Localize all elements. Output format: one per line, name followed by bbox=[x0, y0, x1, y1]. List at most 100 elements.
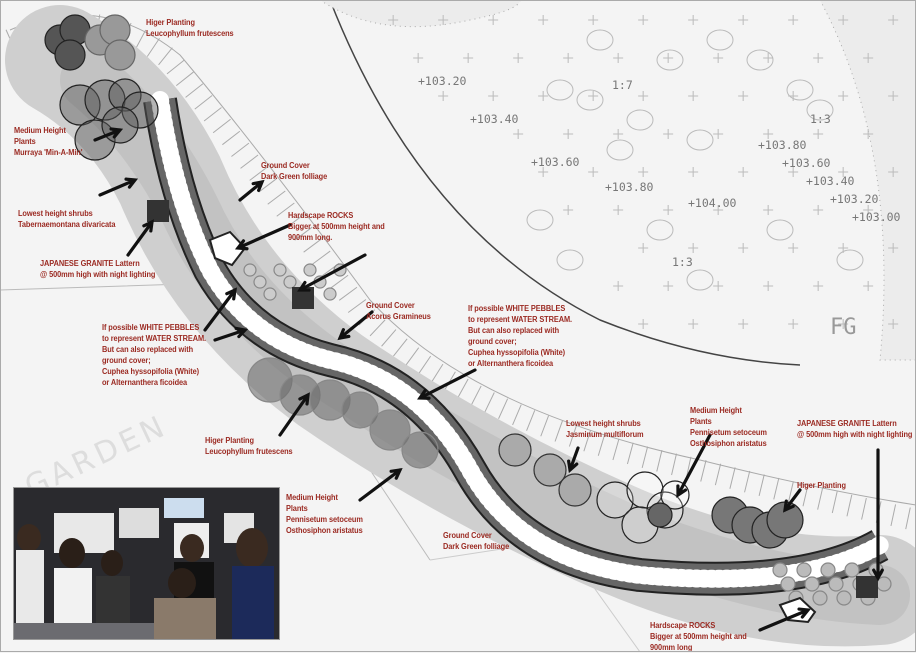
annotation-line: to represent WATER STREAM. bbox=[102, 333, 206, 343]
arrow-icon bbox=[358, 467, 403, 502]
grid-cross bbox=[613, 129, 624, 139]
rock-outline bbox=[766, 219, 794, 241]
elevation-label: FG bbox=[830, 315, 857, 340]
annotation-line: 900mm long bbox=[650, 642, 693, 652]
grid-cross bbox=[813, 205, 824, 215]
grid-cross bbox=[713, 53, 724, 63]
elevation-label: 1:7 bbox=[612, 78, 633, 92]
grid-cross bbox=[663, 129, 674, 139]
grid-cross bbox=[788, 167, 799, 177]
grid-cross bbox=[713, 129, 724, 139]
annotation-line: Higer Planting bbox=[205, 435, 254, 445]
annotation-line: Medium Height bbox=[690, 405, 742, 415]
plant-symbol bbox=[341, 391, 379, 429]
arrow-icon bbox=[203, 287, 238, 332]
grid-cross bbox=[413, 53, 424, 63]
rock-outline bbox=[546, 79, 574, 101]
annotation-line: or Alternanthera ficoidea bbox=[102, 377, 188, 387]
annotation-line: ground cover; bbox=[102, 355, 151, 365]
annotation-line: If possible WHITE PEBBLES bbox=[468, 303, 566, 313]
annotation-label: JAPANESE GRANITE Lattern@ 500mm high wit… bbox=[797, 418, 912, 440]
elevation-label: +103.80 bbox=[758, 138, 807, 152]
grid-cross bbox=[588, 15, 599, 25]
arrow-icon bbox=[297, 253, 367, 292]
elevation-label: +103.20 bbox=[830, 192, 879, 206]
plant-symbol bbox=[263, 287, 277, 301]
grid-cross bbox=[613, 53, 624, 63]
plant-symbol bbox=[323, 287, 337, 301]
arrow-icon bbox=[676, 433, 712, 498]
plant-symbol bbox=[253, 275, 267, 289]
plant-symbol bbox=[104, 39, 136, 71]
plant-symbol bbox=[533, 453, 567, 487]
annotation-line: Pennisetum setoceum bbox=[690, 427, 767, 437]
grid-cross bbox=[688, 243, 699, 253]
annotation-line: or Alternanthera ficoidea bbox=[468, 358, 554, 368]
annotation-line: Higer Planting bbox=[146, 17, 195, 27]
annotation-line: Leucophyllum frutescens bbox=[205, 446, 293, 456]
annotation-line: Medium Height bbox=[286, 492, 338, 502]
plant-symbol bbox=[844, 562, 860, 578]
grid-cross bbox=[638, 91, 649, 101]
grid-cross bbox=[538, 167, 549, 177]
grid-cross bbox=[488, 91, 499, 101]
annotation-line: 900mm long. bbox=[288, 232, 333, 242]
grid-cross bbox=[738, 91, 749, 101]
annotation-label: Higer Planting bbox=[797, 480, 846, 491]
annotation-line: Medium Height bbox=[14, 125, 66, 135]
grid-cross bbox=[838, 91, 849, 101]
arrow-icon bbox=[93, 127, 124, 142]
grid-cross bbox=[713, 205, 724, 215]
arrow-icon bbox=[98, 177, 139, 197]
grid-cross bbox=[763, 53, 774, 63]
grid-cross bbox=[663, 281, 674, 291]
grid-cross bbox=[563, 53, 574, 63]
granite-lantern bbox=[856, 576, 878, 598]
rock-outline bbox=[606, 139, 634, 161]
lawn-boundary bbox=[329, 0, 801, 366]
rock-outline bbox=[586, 29, 614, 51]
grid-cross bbox=[863, 281, 874, 291]
elevation-label: +103.60 bbox=[531, 155, 580, 169]
arrow-icon bbox=[234, 223, 292, 251]
rock-outline bbox=[556, 249, 584, 271]
annotation-line: Higer Planting bbox=[797, 480, 846, 490]
plant-symbol bbox=[283, 275, 297, 289]
grid-cross bbox=[613, 205, 624, 215]
annotation-line: Plants bbox=[14, 136, 36, 146]
grid-cross bbox=[863, 129, 874, 139]
annotation-line: JAPANESE GRANITE Lattern bbox=[797, 418, 897, 428]
grid-cross bbox=[738, 243, 749, 253]
grid-cross bbox=[738, 319, 749, 329]
grid-cross bbox=[563, 205, 574, 215]
plant-symbol bbox=[820, 562, 836, 578]
elevation-label: +103.40 bbox=[470, 112, 519, 126]
rock-outline bbox=[706, 29, 734, 51]
annotation-line: Cuphea hyssopifolia (White) bbox=[102, 366, 200, 376]
grid-cross bbox=[838, 167, 849, 177]
plant-symbol bbox=[780, 576, 796, 592]
annotation-line: to represent WATER STREAM. bbox=[468, 314, 572, 324]
elevation-label: 1:3 bbox=[810, 112, 831, 126]
annotation-line: Lowest height shrubs bbox=[566, 418, 641, 428]
grid-cross bbox=[563, 129, 574, 139]
arrow-icon bbox=[758, 607, 812, 632]
grid-cross bbox=[463, 53, 474, 63]
arrow-icon bbox=[567, 446, 580, 474]
elevation-label: +103.00 bbox=[852, 210, 901, 224]
rock-outline bbox=[686, 269, 714, 291]
grid-cross bbox=[538, 91, 549, 101]
rock-outline bbox=[786, 79, 814, 101]
grid-cross bbox=[888, 91, 899, 101]
annotation-line: Ground Cover bbox=[366, 300, 415, 310]
grid-cross bbox=[763, 129, 774, 139]
tile-border-edge bbox=[9, 14, 916, 506]
grid-cross bbox=[838, 319, 849, 329]
grid-cross bbox=[738, 15, 749, 25]
